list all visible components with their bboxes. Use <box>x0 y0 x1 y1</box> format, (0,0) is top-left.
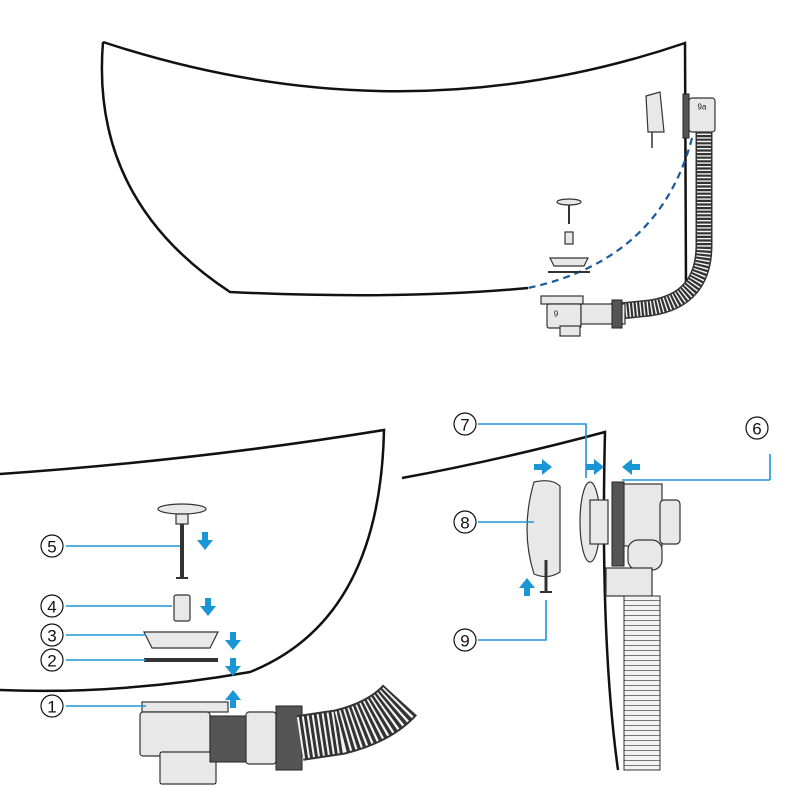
svg-text:4: 4 <box>47 598 56 617</box>
callout-5: 5 <box>40 534 64 558</box>
bathtub-outline-right <box>401 430 620 771</box>
svg-text:9: 9 <box>460 632 469 651</box>
part-8-handle <box>526 480 561 578</box>
callout-8: 8 <box>453 510 477 534</box>
callout-3: 3 <box>40 623 64 647</box>
overflow-pipe <box>605 481 681 771</box>
svg-text:5: 5 <box>47 538 56 557</box>
part-9-screw <box>540 560 552 593</box>
svg-text:2: 2 <box>47 652 56 671</box>
leader-lines <box>66 423 771 707</box>
arrow-up-icon <box>519 578 535 596</box>
label-9: 9 <box>554 310 559 319</box>
arrow-down-icon <box>197 532 213 550</box>
overview-section: 9a 9 <box>100 40 716 337</box>
part-3-strainer <box>143 631 219 649</box>
callout-2: 2 <box>40 648 64 672</box>
arrow-right-icon <box>586 459 604 475</box>
arrow-down-icon <box>200 598 216 616</box>
part-5-plug <box>157 503 207 579</box>
direction-arrows <box>197 459 640 708</box>
bathtub-outline-left <box>0 428 386 693</box>
overflow-assembly-top: 9a <box>645 91 716 148</box>
overflow-route-dashed <box>527 137 694 290</box>
svg-text:1: 1 <box>47 698 56 717</box>
part-4-screw <box>173 594 191 622</box>
bathtub-outline-top <box>100 40 688 297</box>
waste-body <box>139 701 303 785</box>
svg-text:3: 3 <box>47 627 56 646</box>
svg-text:7: 7 <box>460 416 469 435</box>
drain-exploded-small <box>548 198 590 273</box>
part-2-gasket <box>144 658 218 662</box>
part-7-flange <box>579 481 609 563</box>
arrow-up-icon <box>225 690 241 708</box>
callout-4: 4 <box>40 594 64 618</box>
svg-text:8: 8 <box>460 514 469 533</box>
svg-text:6: 6 <box>752 420 761 439</box>
overflow-detail-section <box>401 430 681 771</box>
callout-1: 1 <box>40 694 64 718</box>
drain-detail-section <box>0 428 418 785</box>
callout-6: 6 <box>745 416 769 440</box>
drain-body-top: 9 <box>540 295 626 337</box>
arrow-left-icon <box>622 459 640 475</box>
callout-7: 7 <box>453 412 477 436</box>
arrow-right-icon <box>534 459 552 475</box>
arrow-down-icon <box>225 632 241 650</box>
label-9a: 9a <box>698 103 707 112</box>
arrow-down-icon <box>225 658 241 676</box>
callout-9: 9 <box>453 628 477 652</box>
